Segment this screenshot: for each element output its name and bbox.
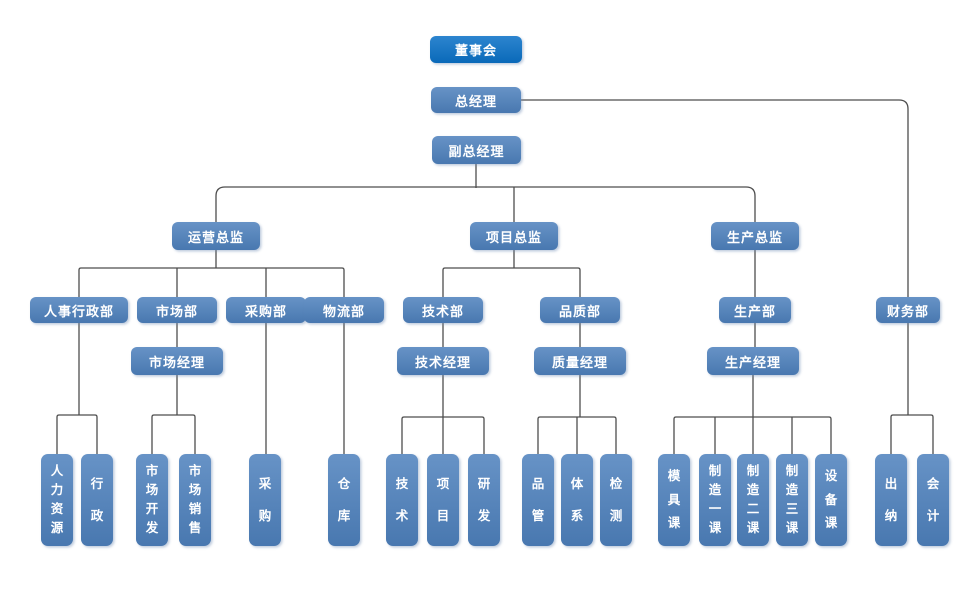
org-node-char: 目 xyxy=(436,508,450,523)
org-node-char: 场 xyxy=(188,483,202,498)
org-node-char: 课 xyxy=(746,521,760,536)
org-node-char: 设 xyxy=(824,469,838,484)
org-node-char: 制 xyxy=(785,464,799,479)
org-node-char: 课 xyxy=(667,516,681,531)
org-node-quality-control: 品管 xyxy=(522,454,554,546)
org-node-project-director: 项目总监 xyxy=(470,222,558,250)
org-node-char: 造 xyxy=(708,483,722,498)
org-node-char: 具 xyxy=(667,492,681,507)
org-node-manufacturing-1: 制造一课 xyxy=(699,454,731,546)
org-node-char: 场 xyxy=(145,483,159,498)
org-node-char: 纳 xyxy=(884,508,898,523)
org-node-inspection: 检测 xyxy=(600,454,632,546)
org-node-char: 造 xyxy=(785,483,799,498)
org-node-market-development: 市场开发 xyxy=(136,454,168,546)
org-node-char: 开 xyxy=(145,502,159,517)
org-node-char: 政 xyxy=(90,508,104,523)
org-node-char: 力 xyxy=(50,483,64,498)
org-node-marketing-manager: 市场经理 xyxy=(131,347,223,375)
org-node-production-manager: 生产经理 xyxy=(707,347,799,375)
org-node-char: 计 xyxy=(926,508,940,523)
org-node-char: 人 xyxy=(50,464,64,479)
org-node-char: 市 xyxy=(145,464,159,479)
org-node-human-resources: 人力资源 xyxy=(41,454,73,546)
org-node-research-development: 研发 xyxy=(468,454,500,546)
org-node-char: 一 xyxy=(708,502,722,517)
org-node-finance-dept: 财务部 xyxy=(876,297,940,323)
org-node-char: 制 xyxy=(708,464,722,479)
org-node-char: 检 xyxy=(609,477,623,491)
org-node-char: 测 xyxy=(609,508,623,523)
org-node-char: 市 xyxy=(188,464,202,479)
org-node-char: 管 xyxy=(531,508,545,523)
org-node-char: 二 xyxy=(746,502,760,517)
org-node-char: 备 xyxy=(824,492,838,507)
org-node-system: 体系 xyxy=(561,454,593,546)
org-node-purchasing: 采购 xyxy=(249,454,281,546)
connector-project-distribution xyxy=(442,267,581,297)
org-node-technology: 技术 xyxy=(386,454,418,546)
connector-finance-split xyxy=(890,414,934,454)
org-node-tech-dept: 技术部 xyxy=(403,297,483,323)
org-node-production-director: 生产总监 xyxy=(711,222,799,250)
org-node-char: 资 xyxy=(50,502,64,517)
org-node-board: 董事会 xyxy=(430,36,522,63)
org-node-char: 体 xyxy=(570,477,584,491)
org-node-char: 出 xyxy=(884,477,898,491)
org-node-char: 三 xyxy=(785,502,799,517)
org-node-hr-admin-dept: 人事行政部 xyxy=(30,297,128,323)
org-node-char: 研 xyxy=(477,477,491,491)
connector-gm-to-finance xyxy=(521,99,909,297)
org-node-char: 购 xyxy=(258,508,272,523)
org-node-purchasing-dept: 采购部 xyxy=(226,297,306,323)
org-node-quality-manager: 质量经理 xyxy=(534,347,626,375)
connector-dgm-distribution xyxy=(215,186,756,222)
org-node-manufacturing-2: 制造二课 xyxy=(737,454,769,546)
org-node-project: 项目 xyxy=(427,454,459,546)
org-node-general-manager: 总经理 xyxy=(431,87,521,113)
org-node-char: 项 xyxy=(436,477,450,491)
org-node-char: 销 xyxy=(188,502,202,517)
org-node-char: 品 xyxy=(531,477,545,491)
org-node-char: 术 xyxy=(395,508,409,523)
org-node-char: 发 xyxy=(477,508,491,523)
org-node-accounting: 会计 xyxy=(917,454,949,546)
org-node-char: 会 xyxy=(926,477,940,491)
org-node-tech-manager: 技术经理 xyxy=(397,347,489,375)
org-node-char: 造 xyxy=(746,483,760,498)
org-node-production-dept: 生产部 xyxy=(719,297,791,323)
org-node-logistics-dept: 物流部 xyxy=(304,297,384,323)
connector-marketing-split xyxy=(151,414,196,454)
org-node-char: 采 xyxy=(258,477,272,491)
org-node-char: 模 xyxy=(667,469,681,484)
org-node-cashier: 出纳 xyxy=(875,454,907,546)
org-node-char: 制 xyxy=(746,464,760,479)
org-node-marketing-dept: 市场部 xyxy=(137,297,217,323)
org-node-market-sales: 市场销售 xyxy=(179,454,211,546)
org-node-mold-section: 模具课 xyxy=(658,454,690,546)
org-node-administration: 行政 xyxy=(81,454,113,546)
org-node-char: 课 xyxy=(785,521,799,536)
org-node-char: 库 xyxy=(337,508,351,523)
org-node-char: 课 xyxy=(708,521,722,536)
org-node-deputy-gm: 副总经理 xyxy=(432,136,521,164)
org-node-equipment-section: 设备课 xyxy=(815,454,847,546)
connector-hr-admin-split xyxy=(56,414,98,454)
org-node-manufacturing-3: 制造三课 xyxy=(776,454,808,546)
org-node-char: 技 xyxy=(395,477,409,491)
org-node-char: 售 xyxy=(188,521,202,536)
connector-ops-distribution xyxy=(78,267,345,297)
org-node-ops-director: 运营总监 xyxy=(172,222,260,250)
org-node-char: 系 xyxy=(570,508,584,523)
org-node-warehouse: 仓库 xyxy=(328,454,360,546)
org-node-char: 仓 xyxy=(337,477,351,491)
org-node-char: 发 xyxy=(145,521,159,536)
org-node-char: 源 xyxy=(50,521,64,536)
org-node-char: 行 xyxy=(90,477,104,491)
org-node-quality-dept: 品质部 xyxy=(540,297,620,323)
org-node-char: 课 xyxy=(824,516,838,531)
